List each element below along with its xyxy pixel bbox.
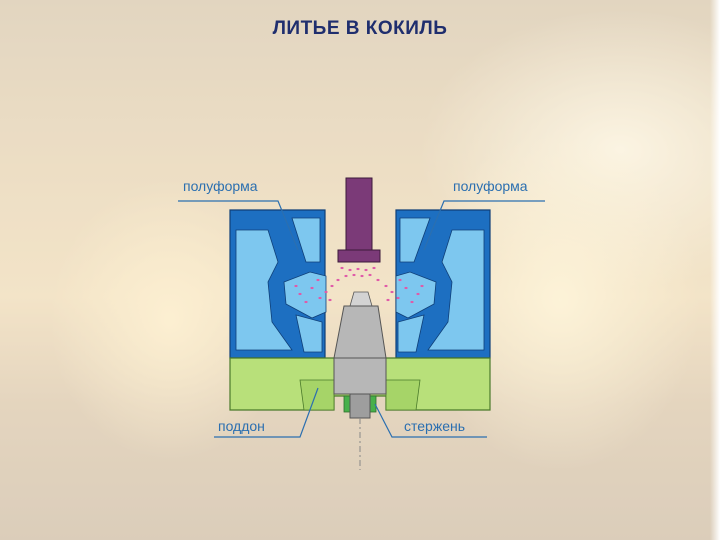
spray-droplet bbox=[324, 291, 327, 293]
spray-droplet bbox=[336, 279, 339, 281]
spray-droplet bbox=[294, 285, 297, 287]
spray-droplet bbox=[410, 301, 413, 303]
spray-droplet bbox=[404, 287, 407, 289]
spray-droplet bbox=[310, 287, 313, 289]
spray-droplet bbox=[330, 285, 333, 287]
pallet-step-right bbox=[386, 380, 420, 410]
right-half-mold bbox=[396, 210, 490, 358]
spray-droplet bbox=[384, 285, 387, 287]
spray-droplet bbox=[304, 301, 307, 303]
label-core: стержень bbox=[404, 418, 465, 434]
spray-droplet bbox=[390, 291, 393, 293]
core-tip bbox=[350, 292, 372, 306]
spray-droplet bbox=[318, 297, 321, 299]
spray-droplet bbox=[316, 279, 319, 281]
spray-droplet bbox=[298, 293, 301, 295]
spray-droplet bbox=[420, 285, 423, 287]
spray-droplet bbox=[360, 275, 363, 277]
core-cone bbox=[334, 306, 386, 358]
spray-droplet bbox=[364, 269, 367, 271]
spray-droplet bbox=[376, 279, 379, 281]
label-left-half-mold: полуформа bbox=[183, 178, 258, 194]
left-half-mold bbox=[230, 210, 326, 358]
spray-droplet bbox=[396, 297, 399, 299]
spray-droplet bbox=[368, 274, 371, 276]
spray-droplet bbox=[344, 275, 347, 277]
spray-droplet bbox=[372, 267, 375, 269]
core-body bbox=[334, 358, 386, 394]
label-pallet: поддон bbox=[218, 418, 265, 434]
core-stem bbox=[350, 394, 370, 418]
spray-nozzle bbox=[338, 178, 380, 262]
core bbox=[334, 292, 386, 418]
spray-droplet bbox=[352, 274, 355, 276]
nozzle-rod bbox=[346, 178, 372, 250]
spray-droplet bbox=[398, 279, 401, 281]
label-right-half-mold: полуформа bbox=[453, 178, 528, 194]
spray-droplet bbox=[386, 299, 389, 301]
pallet-step-left bbox=[300, 380, 334, 410]
nozzle-head bbox=[338, 250, 380, 262]
spray-droplet bbox=[328, 299, 331, 301]
spray-droplet bbox=[340, 267, 343, 269]
spray-droplet bbox=[348, 269, 351, 271]
spray-droplet bbox=[356, 268, 359, 270]
spray-droplet bbox=[416, 293, 419, 295]
